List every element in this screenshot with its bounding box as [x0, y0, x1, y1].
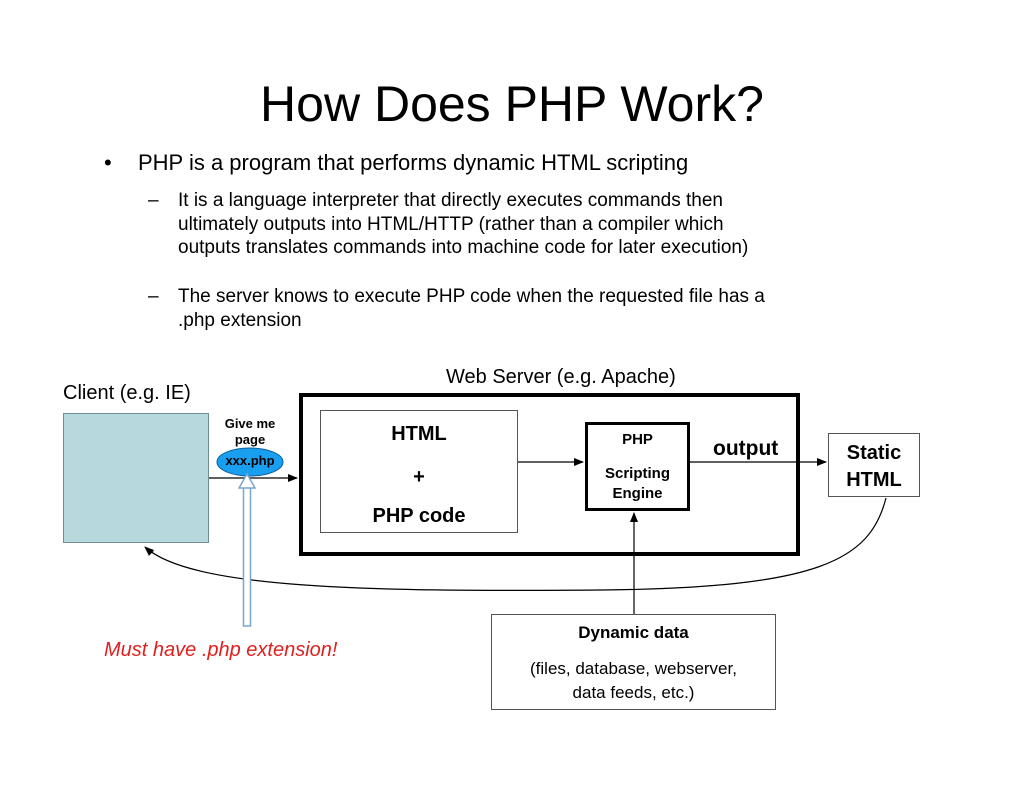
dash-marker: –: [148, 286, 159, 307]
request-label-line2: page: [234, 432, 266, 447]
main-bullet: • PHP is a program that performs dynamic…: [104, 150, 904, 180]
static-html-line2: HTML: [846, 469, 902, 491]
sub-bullet-1-text: It is a language interpreter that direct…: [178, 190, 749, 258]
html-box-line3: PHP code: [372, 505, 466, 527]
php-engine-line1: PHP: [622, 431, 653, 448]
sub-bullet-1: – It is a language interpreter that dire…: [148, 189, 928, 261]
dynamic-data-line2: data feeds, etc.): [572, 683, 695, 702]
request-bubble: [216, 447, 284, 477]
sub-bullet-2-text: The server knows to execute PHP code whe…: [178, 286, 765, 331]
php-engine-line2: Scripting: [604, 465, 670, 482]
html-box-line2: +: [413, 466, 425, 488]
web-server-label: Web Server (e.g. Apache): [446, 366, 676, 388]
response-curve-arrow: [144, 497, 887, 592]
dynamic-data-box: Dynamic data (files, database, webserver…: [491, 614, 776, 710]
slide-title: How Does PHP Work?: [260, 76, 764, 132]
request-file-label: xxx.php: [225, 453, 275, 468]
dash-marker: –: [148, 190, 159, 211]
dynamic-data-line1: (files, database, webserver,: [530, 659, 737, 678]
client-label: Client (e.g. IE): [63, 382, 191, 404]
request-label-line1: Give me: [224, 416, 276, 431]
static-html-line1: Static: [846, 442, 902, 464]
main-bullet-text: PHP is a program that performs dynamic H…: [138, 150, 689, 175]
static-html-box: Static HTML: [828, 433, 920, 497]
dynamic-data-heading: Dynamic data: [578, 623, 689, 642]
php-extension-note: Must have .php extension!: [104, 639, 338, 661]
output-label: output: [713, 437, 779, 460]
pointer-arrow-head: [237, 472, 257, 489]
pointer-arrow-shaft: [242, 485, 252, 627]
sub-bullet-2: – The server knows to execute PHP code w…: [148, 285, 928, 333]
request-label: Give me page: [210, 416, 290, 448]
bullet-dot: •: [104, 150, 112, 175]
client-browser-box: [63, 413, 209, 543]
html-box-line1: HTML: [391, 423, 447, 445]
html-php-code-box: HTML + PHP code: [320, 410, 518, 533]
php-engine-line3: Engine: [612, 485, 663, 502]
php-engine-box: PHP Scripting Engine: [585, 422, 690, 511]
